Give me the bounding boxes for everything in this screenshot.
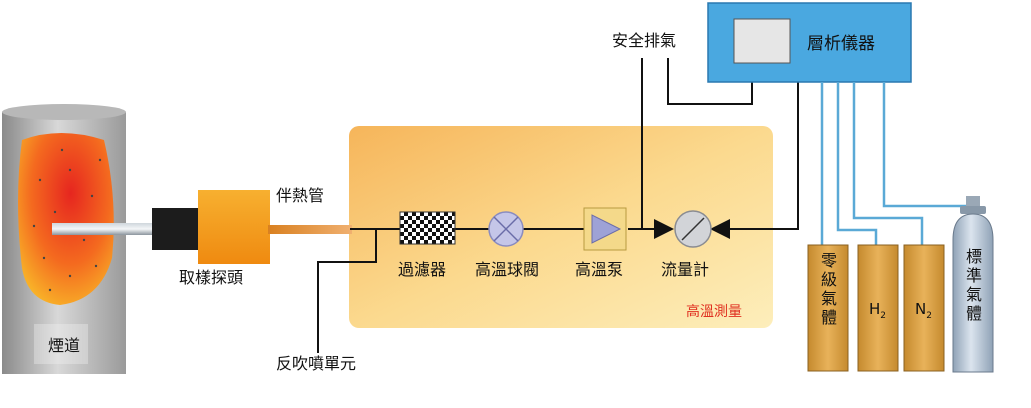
ball-valve-icon	[488, 211, 524, 247]
h2-tank	[857, 244, 899, 372]
filter-label: 過濾器	[398, 260, 447, 279]
analyzer-label: 層析儀器	[807, 34, 875, 54]
ball-valve-label: 高溫球閥	[475, 260, 540, 279]
probe-label: 取樣探頭	[179, 268, 244, 287]
pump-label: 高溫泵	[575, 260, 624, 279]
backflush-label: 反吹噴單元	[276, 354, 357, 373]
flowmeter-label: 流量計	[661, 260, 710, 279]
return-line	[710, 82, 799, 239]
gas-supply-lines	[820, 82, 976, 245]
heat-trace-label: 伴熱管	[276, 186, 325, 205]
particles	[32, 148, 102, 292]
flame-area	[18, 133, 114, 305]
analyzer-vent-line	[667, 58, 753, 105]
safety-exhaust-label: 安全排氣	[612, 31, 677, 50]
analyzer-box	[707, 2, 912, 83]
standard-gas-label: 標準氣體	[963, 248, 982, 324]
probe-rod	[52, 223, 156, 235]
probe-head	[198, 190, 270, 264]
pump-icon	[583, 207, 627, 251]
zero-gas-label: 零級氣體	[818, 252, 837, 328]
hot-zone-box	[349, 126, 773, 328]
heat-trace-tube	[268, 225, 352, 234]
flue-label: 煙道	[48, 336, 81, 355]
hot-zone-label: 高溫測量	[686, 304, 742, 320]
filter-icon	[399, 211, 456, 245]
zero-gas-tank	[807, 244, 849, 372]
flue-stack	[2, 104, 126, 374]
n2-label: N2	[915, 300, 932, 321]
standard-gas-cylinder	[952, 196, 994, 373]
h2-label: H2	[869, 300, 887, 321]
flowmeter-icon	[674, 210, 712, 248]
n2-tank	[903, 244, 945, 372]
backflush-line	[317, 229, 377, 353]
probe-flange	[152, 208, 198, 250]
